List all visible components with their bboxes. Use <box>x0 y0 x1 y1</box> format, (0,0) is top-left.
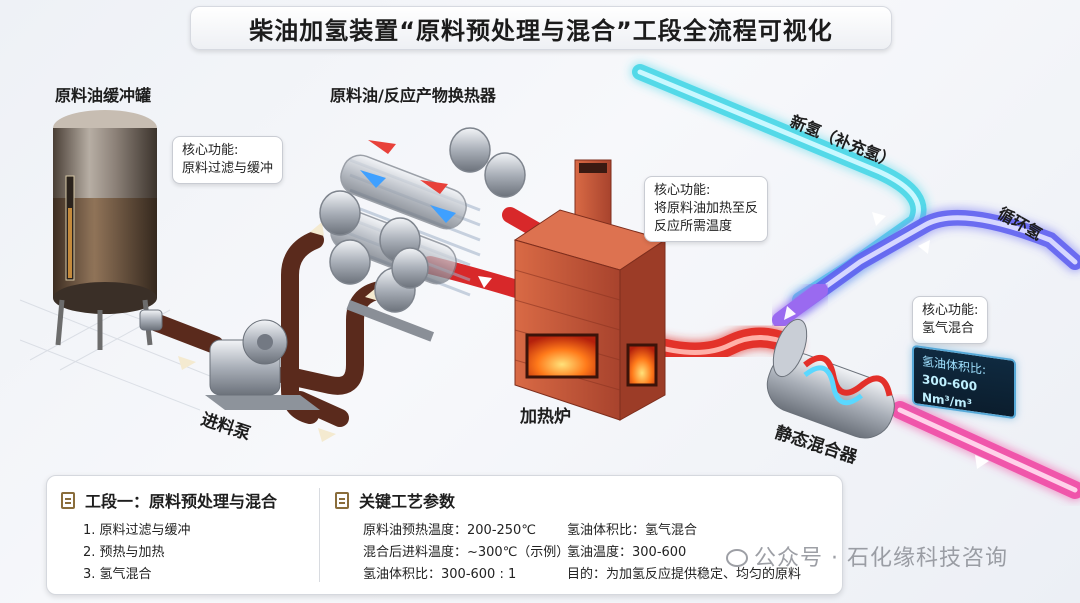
param-item: 氢油温度：300-600 <box>567 545 687 560</box>
list-item: 2. 预热与加热 <box>83 545 165 560</box>
buffer-tank-label: 原料油缓冲罐 <box>55 86 152 105</box>
section-two-title: 关键工艺参数 <box>359 492 456 511</box>
param-item: 氢油体积比：氢气混合 <box>567 523 698 538</box>
heat-exchanger <box>319 127 526 342</box>
wechat-icon <box>726 549 748 567</box>
heating-furnace <box>513 159 667 421</box>
flame-icon <box>626 343 658 387</box>
callout-title: 核心功能: <box>654 183 711 198</box>
mixer-function-callout: 核心功能: 氢气混合 <box>912 296 989 344</box>
param-column-2: 氢油体积比：氢气混合 氢油温度：300-600 目的：为加氢反应提供稳定、均匀的… <box>567 520 801 586</box>
panel-divider <box>319 488 320 582</box>
section-two-header: 关键工艺参数 <box>335 488 455 512</box>
callout-text: 将原料油加热至反 <box>654 201 759 216</box>
buffer-tank <box>53 110 157 350</box>
feed-pump <box>205 319 320 410</box>
section-one-header: 工段一：原料预处理与混合 <box>61 488 277 512</box>
flow-arrow-icon <box>318 428 336 442</box>
watermark: 公众号 · 石化缘科技咨询 <box>726 540 1008 572</box>
list-item: 1. 原料过滤与缓冲 <box>83 523 191 538</box>
param-item: 原料油预热温度：200-250℃ <box>363 523 536 538</box>
mixed-outlet-line <box>891 401 1080 499</box>
h2-flow-arrows <box>784 212 989 469</box>
param-item: 目的：为加氢反应提供稳定、均匀的原料 <box>567 567 802 582</box>
page-title: 柴油加氢装置“原料预处理与混合”工段全流程可视化 <box>249 16 833 45</box>
hot-feed-pipe <box>590 320 800 363</box>
document-icon <box>61 491 75 509</box>
param-column-1: 原料油预热温度：200-250℃ 混合后进料温度：~300℃（示例） 氢油体积比… <box>363 520 569 586</box>
param-item: 混合后进料温度：~300℃（示例） <box>363 545 570 560</box>
title-bar: 柴油加氢装置“原料预处理与混合”工段全流程可视化 <box>190 6 892 50</box>
flow-arrow-icon <box>310 222 324 236</box>
tank-function-callout: 核心功能: 原料过滤与缓冲 <box>172 136 284 184</box>
section-one-title: 工段一：原料预处理与混合 <box>85 492 278 511</box>
callout-text: 反应所需温度 <box>654 219 733 234</box>
param-item: 氢油体积比：300-600 : 1 <box>363 567 517 582</box>
document-icon <box>335 491 349 509</box>
flow-arrow-icon <box>918 240 930 254</box>
flow-arrow-icon <box>784 306 796 320</box>
flow-arrow-icon <box>872 212 886 226</box>
watermark-text: 公众号 · 石化缘科技咨询 <box>754 546 1008 571</box>
flame-icon <box>525 333 599 379</box>
callout-text: 氢气混合 <box>922 321 975 336</box>
callout-text: 原料过滤与缓冲 <box>182 161 274 176</box>
flow-arrow-icon <box>975 455 989 469</box>
callout-title: 核心功能: <box>182 143 239 158</box>
callout-title: 核心功能: <box>922 303 979 318</box>
step-list: 1. 原料过滤与缓冲 2. 预热与加热 3. 氢气混合 <box>83 520 191 586</box>
heating-furnace-label: 加热炉 <box>520 407 571 427</box>
list-item: 3. 氢气混合 <box>83 567 152 582</box>
furnace-function-callout: 核心功能: 将原料油加热至反 反应所需温度 <box>644 176 769 242</box>
recycle-hydrogen-line <box>792 209 1080 313</box>
static-mixer <box>766 318 895 439</box>
flow-arrow-icon <box>178 356 196 370</box>
heat-exchanger-label: 原料油/反应产物换热器 <box>330 86 496 105</box>
info-panel: 工段一：原料预处理与混合 1. 原料过滤与缓冲 2. 预热与加热 3. 氢气混合… <box>46 475 843 595</box>
